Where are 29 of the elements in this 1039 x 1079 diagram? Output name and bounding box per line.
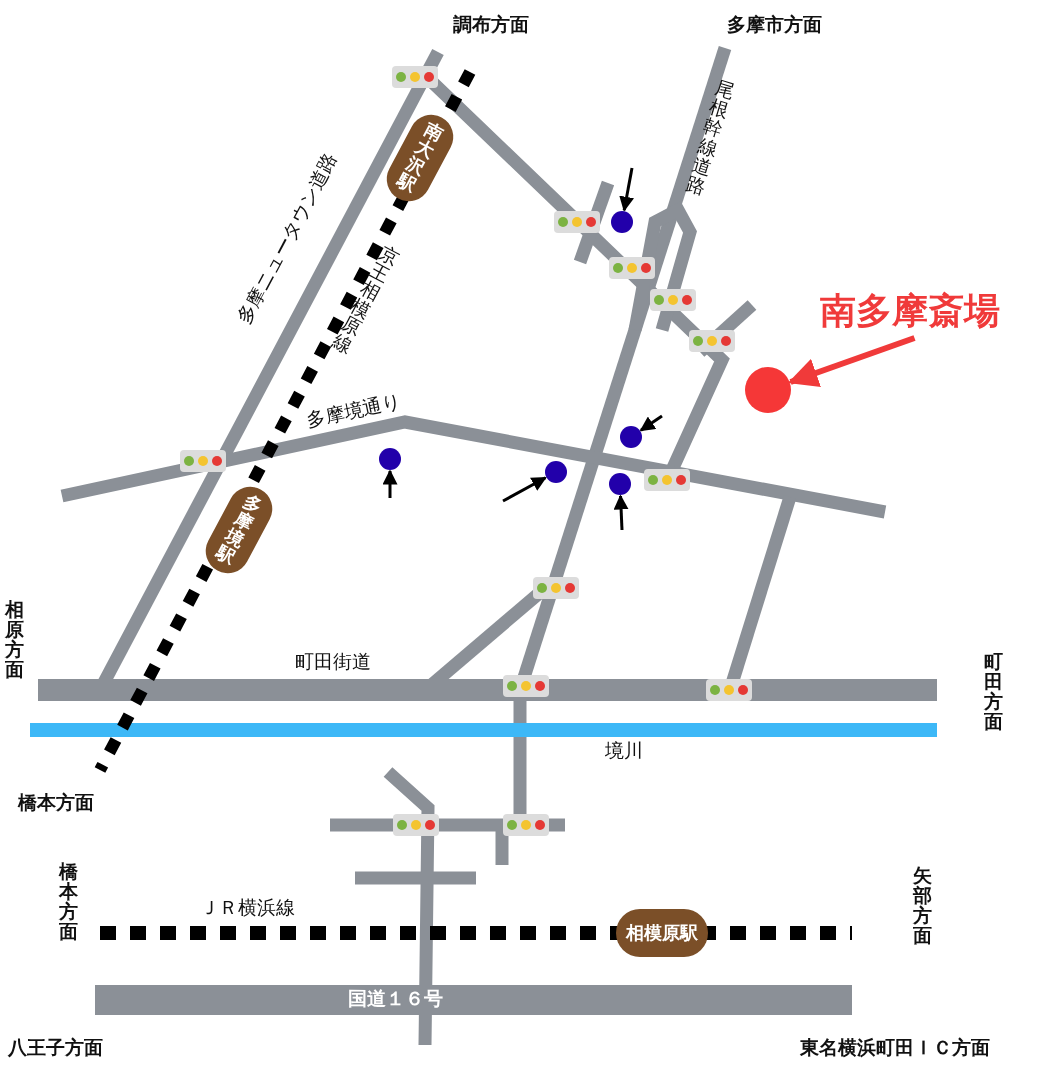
location-marker xyxy=(545,461,567,483)
direction-label: 橋本方面 xyxy=(18,792,94,813)
railway-name: ＪＲ横浜線 xyxy=(200,897,295,918)
location-marker xyxy=(620,426,642,448)
road-name: 町田街道 xyxy=(295,651,371,672)
arrow xyxy=(787,335,916,388)
road-name: 多摩境通り xyxy=(304,390,403,431)
road-name: 国道１６号 xyxy=(348,988,443,1009)
arrow xyxy=(502,476,547,503)
destination-label: 南多摩斎場 xyxy=(820,288,1030,334)
direction-label: 橋本方面 xyxy=(58,862,79,942)
location-marker xyxy=(609,473,631,495)
direction-label: 町田方面 xyxy=(983,652,1004,732)
location-marker xyxy=(745,367,791,413)
arrow xyxy=(619,167,635,212)
river-name: 境川 xyxy=(605,740,643,761)
direction-label: 相原方面 xyxy=(4,600,25,680)
direction-label: 東名横浜町田ＩＣ方面 xyxy=(800,1037,990,1058)
direction-label: 多摩市方面 xyxy=(727,14,822,35)
direction-label: 調布方面 xyxy=(453,14,529,35)
direction-label: 八王子方面 xyxy=(8,1037,103,1058)
direction-label: 矢部方面 xyxy=(912,866,933,946)
location-marker xyxy=(611,211,633,233)
station-badge: 相模原駅 xyxy=(616,909,708,957)
arrow xyxy=(382,469,398,498)
location-marker xyxy=(379,448,401,470)
arrow xyxy=(613,494,629,531)
road-name: 尾根幹線道路 xyxy=(682,77,738,199)
arrow xyxy=(639,414,663,432)
